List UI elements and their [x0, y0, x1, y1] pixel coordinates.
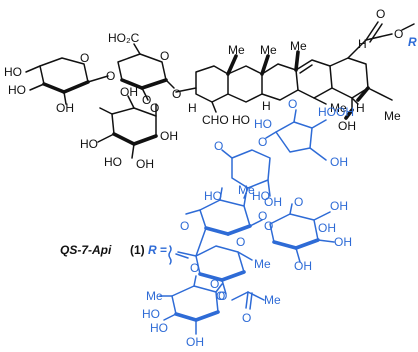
atom-label: O: [142, 93, 151, 107]
atom-label: HO: [8, 83, 26, 97]
atom-label: O: [172, 87, 181, 101]
atom-label: O: [190, 261, 199, 275]
aglycone-bonds: [175, 21, 415, 120]
atom-label: Me: [254, 257, 271, 271]
atom-label: HO: [4, 65, 22, 79]
atom-label: OH: [338, 119, 356, 133]
blue-atom-labels: R HO O HO OH OH O O HO OH HO Me O O OH O…: [142, 35, 417, 349]
atom-label: OH: [330, 155, 348, 169]
atom-label: O: [218, 289, 227, 303]
atom-label: O: [264, 219, 273, 233]
atom-label: O: [376, 7, 385, 21]
atom-label: Me: [330, 101, 347, 115]
atom-label: O: [294, 195, 303, 209]
atom-label: OH: [264, 195, 282, 209]
atom-label: OH: [136, 157, 154, 171]
r-group-bonds: [159, 109, 335, 335]
atom-label: Me: [238, 183, 255, 197]
galactose-ring-bonds: [97, 95, 158, 159]
atom-label: O: [214, 139, 223, 153]
atom-label: HO: [150, 321, 168, 335]
atom-label: Me: [264, 293, 281, 307]
atom-label: OH: [334, 235, 352, 249]
atom-label: OH: [120, 85, 138, 99]
atom-label: O: [394, 27, 403, 41]
compound-name: QS-7-Api: [60, 243, 112, 257]
atom-label: O: [180, 219, 189, 233]
atom-label: OH: [186, 335, 204, 349]
atom-label: OH: [160, 129, 178, 143]
atom-label: HO: [254, 117, 272, 131]
atom-label: HO: [204, 189, 222, 203]
atom-label: OH: [294, 259, 312, 273]
black-atom-labels: HO HO OH O O HO₂C O O O O OH OH OH HO HO…: [4, 7, 403, 171]
atom-label: HO: [252, 189, 270, 203]
atom-label: HO₂C: [108, 31, 140, 45]
atom-label: O: [258, 135, 267, 149]
atom-label: O: [150, 101, 159, 115]
atom-label: H: [356, 101, 365, 115]
atom-label: HO: [142, 307, 160, 321]
atom-label: O: [236, 235, 245, 249]
compound-caption: QS-7-Api (1) R =: [60, 243, 167, 257]
atom-label: Me: [384, 109, 401, 123]
atom-label: HO: [104, 155, 122, 169]
atom-label: Me: [146, 289, 163, 303]
atom-label: O: [288, 97, 297, 111]
atom-label: Me: [260, 43, 277, 57]
r-label: R: [148, 243, 157, 257]
r-equals: =: [160, 243, 167, 257]
atom-label: O: [210, 277, 219, 291]
atom-label: Me: [290, 39, 307, 53]
atom-label: O: [258, 209, 267, 223]
atom-label: O: [80, 51, 89, 65]
atom-label: OH: [336, 105, 354, 119]
wavy-bond-icon: [168, 245, 172, 265]
atom-label: O: [242, 311, 251, 325]
atom-label: Me: [228, 43, 245, 57]
atom-label: HO: [232, 113, 250, 127]
atom-label: H: [262, 99, 271, 113]
atom-label: HO: [80, 137, 98, 151]
atom-label: OH: [318, 221, 336, 235]
atom-label: CHO: [202, 113, 229, 127]
xylose-ring-bonds: [25, 57, 109, 105]
atom-label: O: [106, 69, 115, 83]
atom-label: O: [216, 289, 225, 303]
atom-label: H: [188, 101, 197, 115]
r-substituent-label: R: [408, 35, 417, 49]
atom-label: H: [358, 37, 367, 51]
atom-label: O: [160, 49, 169, 63]
atom-label: HO: [318, 105, 336, 119]
atom-label: OH: [56, 101, 74, 115]
compound-number: (1): [130, 243, 145, 257]
atom-label: OH: [330, 199, 348, 213]
glucuronide-ring-bonds: [117, 43, 175, 101]
